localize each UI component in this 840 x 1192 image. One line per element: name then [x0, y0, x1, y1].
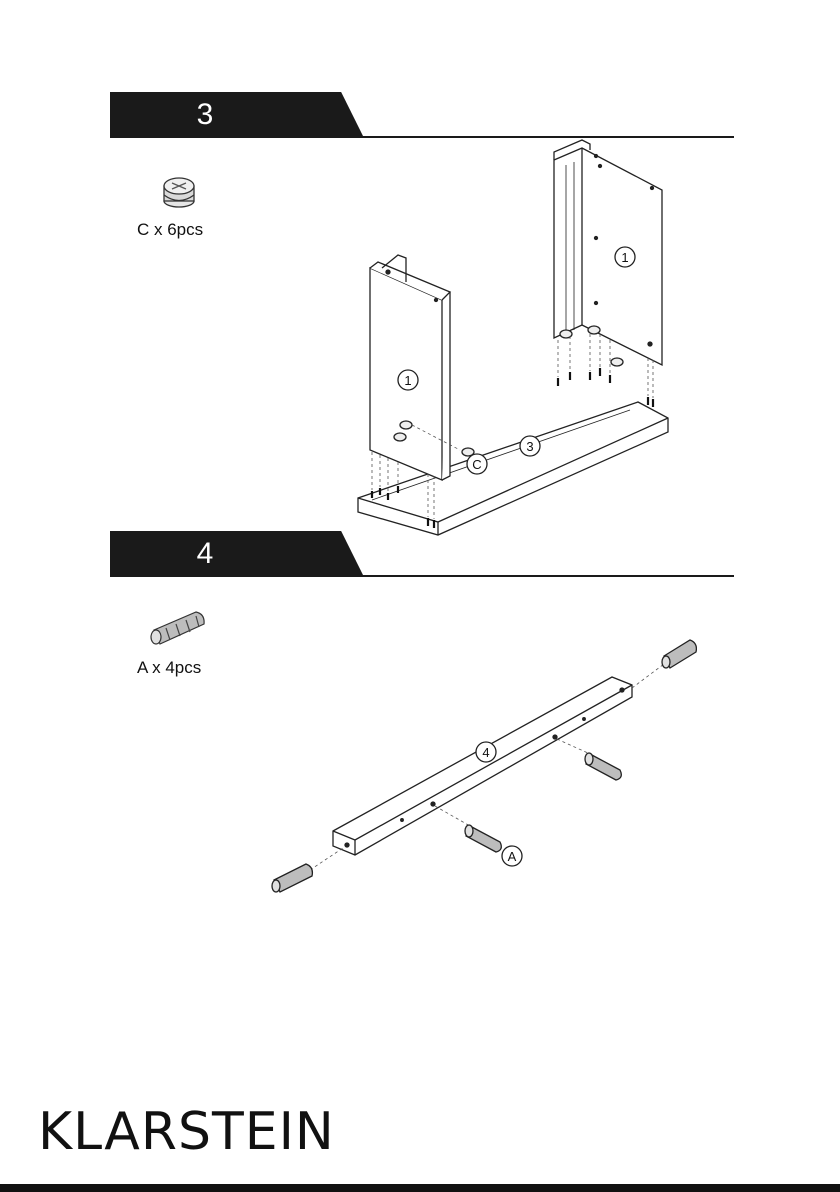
callout-dowel-label: A	[508, 849, 517, 864]
step-4-bar	[110, 531, 364, 577]
step-3-part-label: C x 6pcs	[137, 220, 203, 240]
brand-logo: KLARSTEIN	[38, 1102, 335, 1162]
callout-base-label: 3	[526, 439, 533, 454]
callout-beam-label: 4	[482, 745, 489, 760]
bottom-strip	[0, 1184, 840, 1192]
cam-lock-icon	[164, 178, 194, 207]
step-4-assembly	[272, 640, 696, 892]
callout-cam-label: C	[472, 457, 481, 472]
callout-panel-right-label: 1	[621, 250, 628, 265]
cross-beam	[333, 677, 632, 855]
step-4-number: 4	[190, 531, 220, 577]
callout-panel-left-label: 1	[404, 373, 411, 388]
step-4-header: 4	[110, 531, 734, 577]
dowel-icon	[151, 612, 204, 644]
step-4-rule	[360, 575, 734, 577]
step-4-part-label: A x 4pcs	[137, 658, 201, 678]
step-3-assembly	[358, 140, 668, 535]
